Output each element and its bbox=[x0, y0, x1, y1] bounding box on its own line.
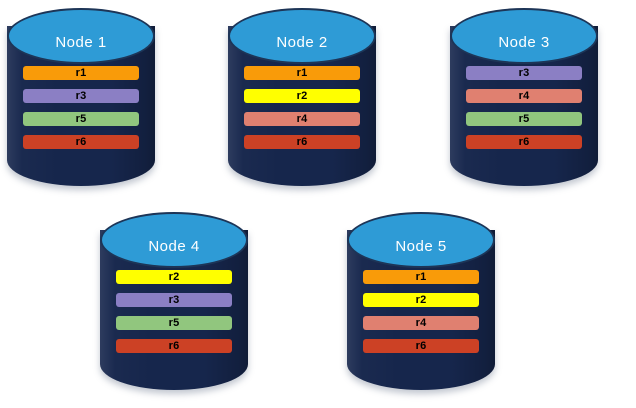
node-top-ellipse bbox=[228, 8, 376, 64]
record-bar-r4[interactable]: r4 bbox=[244, 112, 360, 126]
record-list: r1 r2 r4 r6 bbox=[363, 270, 479, 353]
node-cylinder-3[interactable]: Node 3 r3 r4 r5 r6 bbox=[450, 8, 598, 186]
node-title: Node 1 bbox=[55, 34, 107, 51]
node-top-ellipse bbox=[7, 8, 155, 64]
record-bar-r2[interactable]: r2 bbox=[363, 293, 479, 307]
record-bar-r2[interactable]: r2 bbox=[244, 89, 360, 103]
node-title: Node 4 bbox=[148, 238, 200, 255]
node-title: Node 3 bbox=[498, 34, 550, 51]
record-bar-r4[interactable]: r4 bbox=[363, 316, 479, 330]
record-bar-r4[interactable]: r4 bbox=[466, 89, 582, 103]
record-bar-r6[interactable]: r6 bbox=[466, 135, 582, 149]
record-bar-r3[interactable]: r3 bbox=[23, 89, 139, 103]
record-bar-r6[interactable]: r6 bbox=[116, 339, 232, 353]
record-list: r1 r2 r4 r6 bbox=[244, 66, 360, 149]
record-bar-r6[interactable]: r6 bbox=[363, 339, 479, 353]
record-list: r3 r4 r5 r6 bbox=[466, 66, 582, 149]
record-bar-r1[interactable]: r1 bbox=[363, 270, 479, 284]
record-bar-r5[interactable]: r5 bbox=[23, 112, 139, 126]
node-top-ellipse bbox=[100, 212, 248, 268]
record-bar-r5[interactable]: r5 bbox=[116, 316, 232, 330]
node-top-ellipse bbox=[347, 212, 495, 268]
node-cylinder-5[interactable]: Node 5 r1 r2 r4 r6 bbox=[347, 212, 495, 390]
record-bar-r6[interactable]: r6 bbox=[244, 135, 360, 149]
node-cylinder-2[interactable]: Node 2 r1 r2 r4 r6 bbox=[228, 8, 376, 186]
record-bar-r5[interactable]: r5 bbox=[466, 112, 582, 126]
record-bar-r3[interactable]: r3 bbox=[116, 293, 232, 307]
record-list: r1 r3 r5 r6 bbox=[23, 66, 139, 149]
node-cylinder-1[interactable]: Node 1 r1 r3 r5 r6 bbox=[7, 8, 155, 186]
node-title: Node 2 bbox=[276, 34, 328, 51]
record-list: r2 r3 r5 r6 bbox=[116, 270, 232, 353]
node-cylinder-4[interactable]: Node 4 r2 r3 r5 r6 bbox=[100, 212, 248, 390]
record-bar-r1[interactable]: r1 bbox=[244, 66, 360, 80]
node-top-ellipse bbox=[450, 8, 598, 64]
node-title: Node 5 bbox=[395, 238, 447, 255]
record-bar-r3[interactable]: r3 bbox=[466, 66, 582, 80]
record-bar-r1[interactable]: r1 bbox=[23, 66, 139, 80]
record-bar-r2[interactable]: r2 bbox=[116, 270, 232, 284]
record-bar-r6[interactable]: r6 bbox=[23, 135, 139, 149]
